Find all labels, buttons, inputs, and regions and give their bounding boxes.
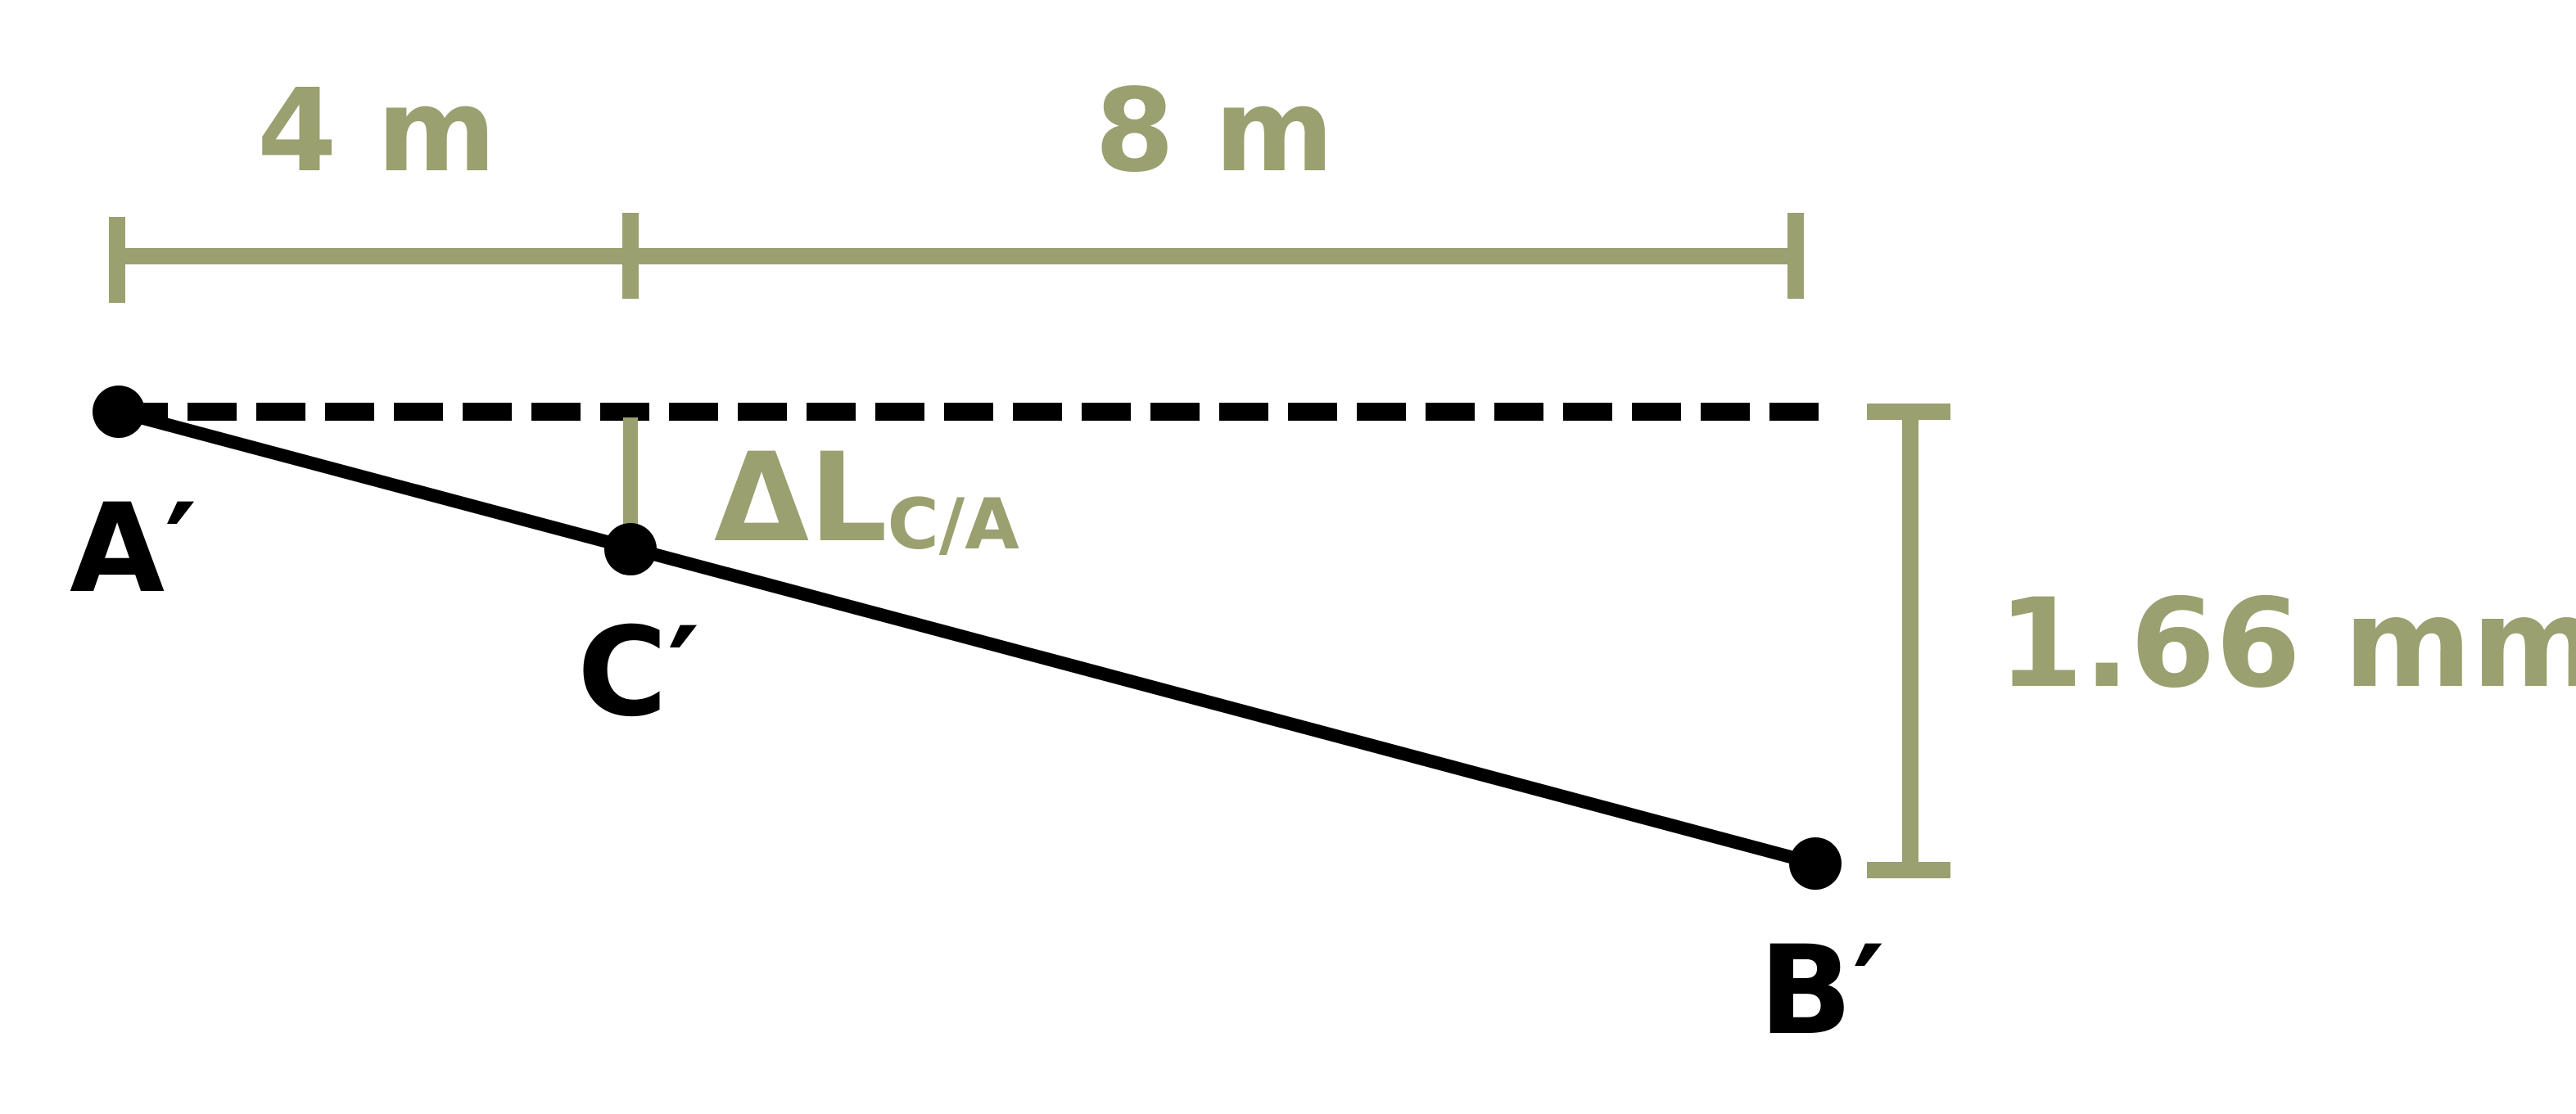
point-a [93, 386, 145, 438]
point-c-label: C′ [577, 602, 700, 744]
point-b-label: B′ [1759, 920, 1885, 1062]
deflected-line [116, 405, 1818, 870]
point-a-label: A′ [70, 478, 197, 620]
deflection-label: 1.66 mm [1998, 573, 2576, 715]
vertical-dimension [1867, 404, 1950, 878]
dim-label-ac: 4 m [257, 65, 496, 198]
delta-l-symbol: ΔL [714, 427, 888, 570]
horizontal-dimension [109, 213, 1804, 303]
delta-l-label: ΔLC/A [714, 427, 1019, 570]
delta-l-subscript: C/A [888, 484, 1020, 566]
point-c [604, 523, 657, 575]
dim-label-cb: 8 m [1095, 65, 1334, 198]
point-b [1789, 837, 1842, 890]
